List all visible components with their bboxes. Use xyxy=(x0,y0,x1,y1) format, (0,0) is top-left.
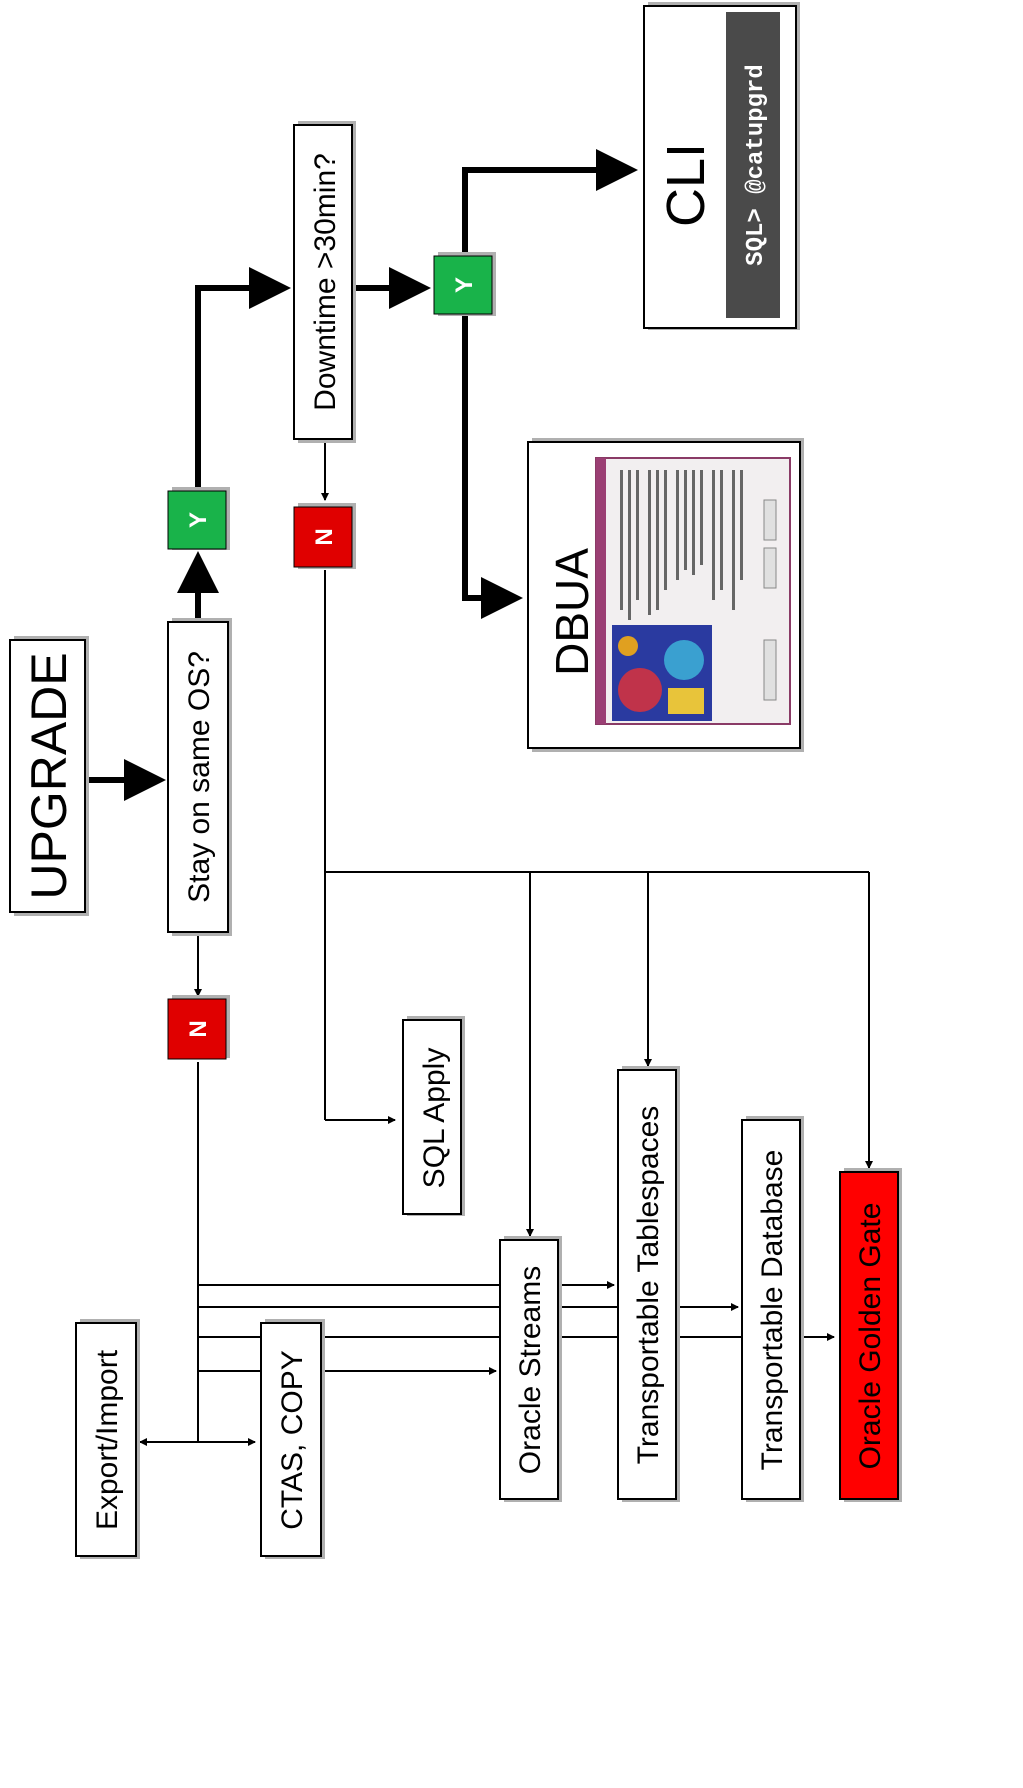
downtime-label: Downtime >30min? xyxy=(309,153,342,411)
connectors xyxy=(88,149,873,1446)
oracle-streams-label: Oracle Streams xyxy=(514,1266,547,1474)
no-label-2: N xyxy=(311,528,338,545)
upgrade-node: UPGRADE xyxy=(9,636,89,916)
arrow-yes-to-downtime xyxy=(195,267,291,490)
cli-command: SQL> @catupgrd xyxy=(743,64,770,266)
cli-node: CLI SQL> @catupgrd xyxy=(643,2,800,330)
transportable-database-label: Transportable Database xyxy=(756,1150,789,1471)
yes-decision-2: Y xyxy=(433,252,496,316)
cli-label: CLI xyxy=(656,143,716,227)
cli-command-panel xyxy=(726,12,780,318)
export-import-node: Export/Import xyxy=(75,1319,140,1559)
arrow-yes-to-dbua xyxy=(462,316,523,619)
upgrade-label: UPGRADE xyxy=(21,652,77,899)
ctas-copy-label: CTAS, COPY xyxy=(276,1350,309,1529)
transportable-tablespaces-label: Transportable Tablespaces xyxy=(632,1106,665,1465)
arrow-yes-to-cli xyxy=(462,149,638,258)
downtime-node: Downtime >30min? xyxy=(293,121,356,443)
transportable-tablespaces-node: Transportable Tablespaces xyxy=(617,1066,680,1502)
no-decision-1: N xyxy=(167,995,230,1060)
dbua-label: DBUA xyxy=(546,548,598,676)
sql-apply-label: SQL Apply xyxy=(418,1048,451,1189)
no-decision-2: N xyxy=(293,503,356,569)
no-label-1: N xyxy=(185,1020,212,1037)
export-import-label: Export/Import xyxy=(91,1349,124,1530)
dbua-screenshot xyxy=(595,457,791,725)
stay-same-os-label: Stay on same OS? xyxy=(183,651,216,903)
stay-same-os-node: Stay on same OS? xyxy=(167,618,232,936)
oracle-golden-gate-label: Oracle Golden Gate xyxy=(854,1203,887,1470)
oracle-streams-node: Oracle Streams xyxy=(499,1236,562,1502)
yes-label-2: Y xyxy=(451,277,478,293)
transportable-database-node: Transportable Database xyxy=(741,1116,804,1502)
yes-label-1: Y xyxy=(185,512,212,528)
dbua-node: DBUA xyxy=(527,438,804,752)
oracle-golden-gate-node: Oracle Golden Gate xyxy=(839,1168,902,1502)
ctas-copy-node: CTAS, COPY xyxy=(260,1319,325,1559)
sql-apply-node: SQL Apply xyxy=(402,1016,465,1216)
yes-decision-1: Y xyxy=(167,487,230,550)
